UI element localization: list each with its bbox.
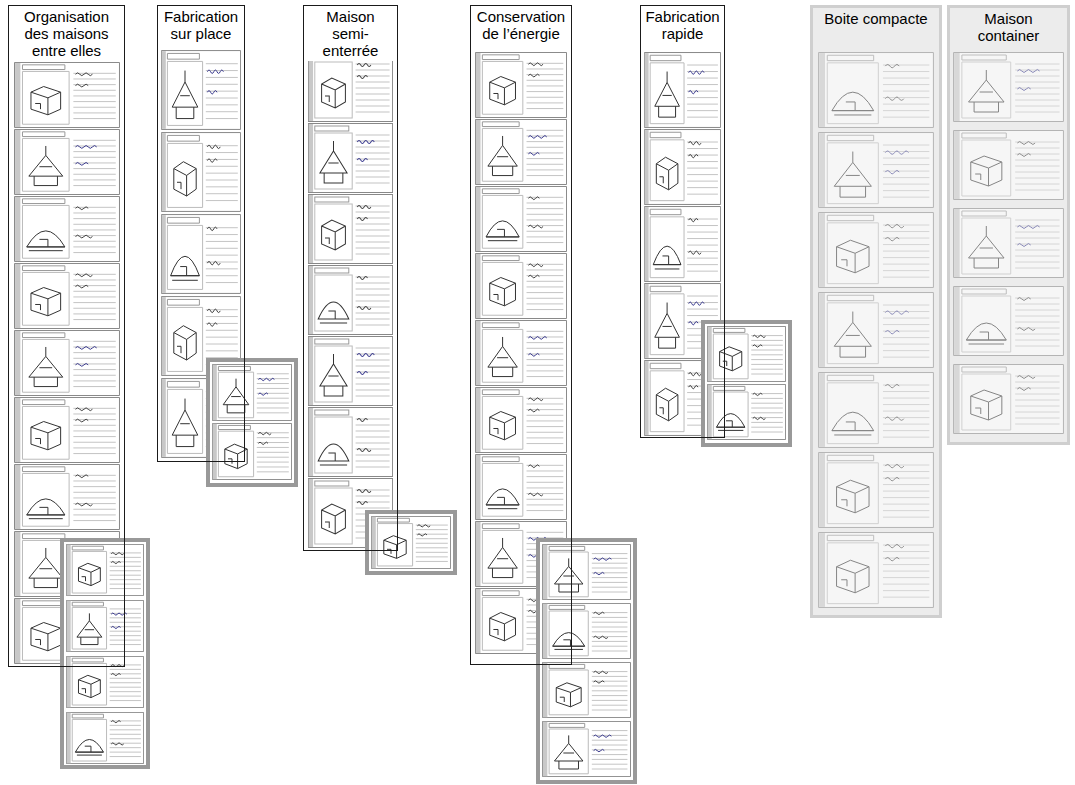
column-ground bbox=[810, 5, 942, 618]
sketch-card bbox=[212, 364, 291, 420]
column-heading: Conservation de l’énergie bbox=[471, 6, 571, 45]
sketch-card bbox=[371, 516, 450, 568]
sketch-part bbox=[208, 360, 296, 485]
sketch-card bbox=[819, 453, 934, 528]
sketch-card bbox=[308, 337, 392, 406]
sketch-card bbox=[819, 213, 934, 288]
sketch-card bbox=[212, 423, 291, 479]
sketch-card bbox=[644, 130, 720, 205]
selected-cards-frame bbox=[62, 322, 790, 782]
sketch-card bbox=[308, 195, 392, 264]
sketch-card bbox=[475, 387, 566, 452]
sketch-part bbox=[703, 322, 790, 445]
sketch-card bbox=[954, 287, 1064, 356]
sketch-card bbox=[644, 207, 720, 282]
sketch-card bbox=[15, 330, 120, 395]
sketch-card bbox=[308, 124, 392, 193]
sketch-card bbox=[819, 293, 934, 368]
sketch-card bbox=[15, 62, 120, 127]
sketch-card bbox=[66, 712, 143, 763]
sketch-card bbox=[161, 51, 240, 130]
sketch-card bbox=[542, 603, 630, 658]
sketch-card bbox=[954, 53, 1064, 122]
column-heading: Fabrication sur place bbox=[158, 6, 244, 45]
category-column: Fabrication rapide bbox=[640, 5, 725, 438]
sketch-card bbox=[308, 408, 392, 477]
sketch-card bbox=[542, 662, 630, 717]
sketch-card bbox=[644, 53, 720, 128]
sketch-card bbox=[954, 365, 1064, 434]
sketch-card bbox=[475, 186, 566, 251]
sketch-card bbox=[819, 53, 934, 128]
category-column: Organisation des maisons entre elles bbox=[8, 5, 125, 667]
column-ground bbox=[947, 5, 1070, 445]
sketch-card bbox=[542, 721, 630, 776]
sketch-card bbox=[954, 131, 1064, 200]
category-column: Fabrication sur place bbox=[157, 5, 245, 462]
sketch-card bbox=[66, 600, 143, 651]
sketch-part bbox=[62, 540, 148, 767]
column-heading: Fabrication rapide bbox=[641, 6, 724, 45]
column-heading: Boite compacte bbox=[813, 8, 939, 30]
sketch-card bbox=[15, 397, 120, 462]
column-heading: Maison container bbox=[950, 8, 1067, 47]
sketch-card bbox=[15, 263, 120, 328]
sketch-card bbox=[475, 52, 566, 117]
sketch-card bbox=[161, 215, 240, 294]
sketch-card bbox=[15, 196, 120, 261]
sketch-card bbox=[707, 326, 785, 381]
sketch-card bbox=[475, 253, 566, 318]
category-column: Maison semi-enterrée bbox=[303, 5, 398, 551]
sketch-card bbox=[819, 133, 934, 208]
sketch-card bbox=[66, 544, 143, 595]
sketch-card bbox=[66, 656, 143, 707]
category-column: Conservation de l’énergie bbox=[470, 5, 572, 665]
sketch-card bbox=[707, 384, 785, 439]
sketch-cards bbox=[15, 51, 721, 664]
sketch-card bbox=[954, 209, 1064, 278]
sketch-card bbox=[542, 544, 630, 599]
sketch-card bbox=[15, 129, 120, 194]
sketch-card bbox=[475, 454, 566, 519]
sketch-card bbox=[161, 133, 240, 212]
sketch-card bbox=[308, 53, 392, 122]
sketch-card bbox=[308, 266, 392, 335]
category-column: Maison container bbox=[947, 5, 1070, 445]
category-column: Boite compacte bbox=[810, 5, 942, 618]
column-heading: Maison semi-enterrée bbox=[304, 6, 397, 61]
sketch-card bbox=[819, 373, 934, 448]
sketch-card bbox=[819, 533, 934, 608]
sketch-card bbox=[475, 119, 566, 184]
sketch-part bbox=[367, 512, 455, 573]
sketch-part bbox=[538, 540, 635, 782]
sketch-card bbox=[15, 464, 120, 529]
column-heading: Organisation des maisons entre elles bbox=[9, 6, 124, 61]
sketch-card bbox=[475, 320, 566, 385]
